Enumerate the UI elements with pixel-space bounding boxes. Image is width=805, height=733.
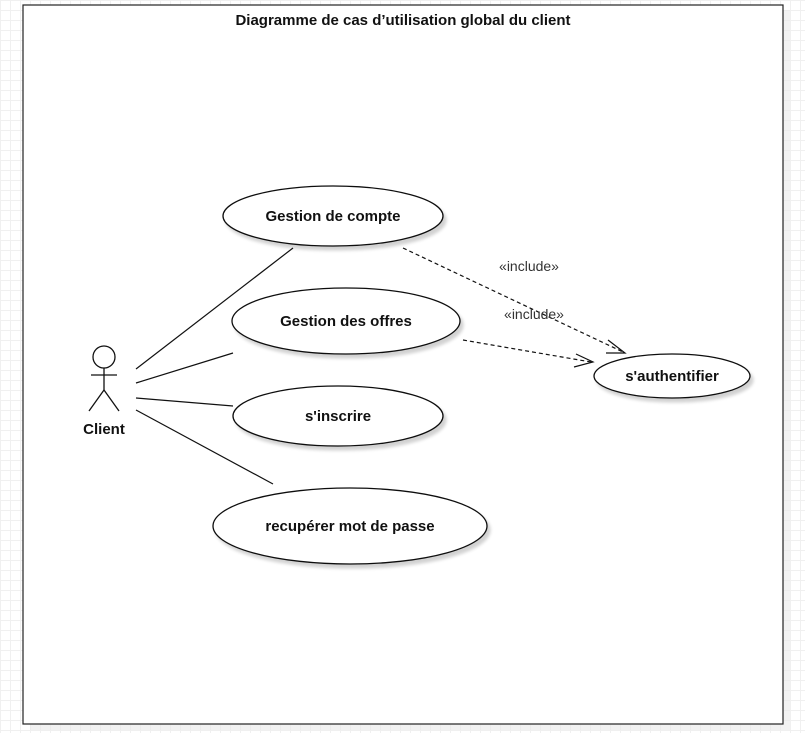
include-line-gestion-offres bbox=[462, 339, 592, 363]
actor-label: Client bbox=[83, 421, 125, 438]
include-arrowhead-1 bbox=[606, 339, 627, 354]
actor-client[interactable]: Client bbox=[83, 345, 125, 438]
use-case-gestion-offres[interactable]: Gestion des offres bbox=[231, 287, 461, 355]
association-recuperer bbox=[135, 409, 274, 485]
use-case-gestion-compte[interactable]: Gestion de compte bbox=[222, 185, 444, 247]
use-case-label-recuperer-mdp: recupérer mot de passe bbox=[265, 518, 434, 535]
use-case-label-inscrire: s'inscrire bbox=[305, 408, 371, 425]
use-case-recuperer-mdp[interactable]: recupérer mot de passe bbox=[212, 487, 488, 565]
use-case-label-authentifier: s'authentifier bbox=[625, 368, 719, 385]
use-case-inscrire[interactable]: s'inscrire bbox=[232, 385, 444, 447]
include-label-1: «include» bbox=[499, 258, 559, 274]
use-case-label-gestion-offres: Gestion des offres bbox=[280, 313, 412, 330]
association-inscrire bbox=[135, 397, 234, 407]
include-arrowhead-2 bbox=[573, 353, 595, 368]
diagram-title: Diagramme de cas d’utilisation global du… bbox=[235, 12, 570, 29]
actor-head bbox=[92, 345, 116, 369]
use-case-authentifier[interactable]: s'authentifier bbox=[593, 353, 751, 399]
association-gestion-offres bbox=[135, 352, 234, 384]
association-gestion-compte bbox=[135, 247, 294, 370]
actor-right-leg bbox=[103, 389, 120, 412]
include-label-2: «include» bbox=[504, 306, 564, 322]
use-case-label-gestion-compte: Gestion de compte bbox=[265, 208, 400, 225]
actor-left-leg bbox=[88, 389, 105, 412]
include-line-gestion-compte bbox=[402, 247, 624, 353]
